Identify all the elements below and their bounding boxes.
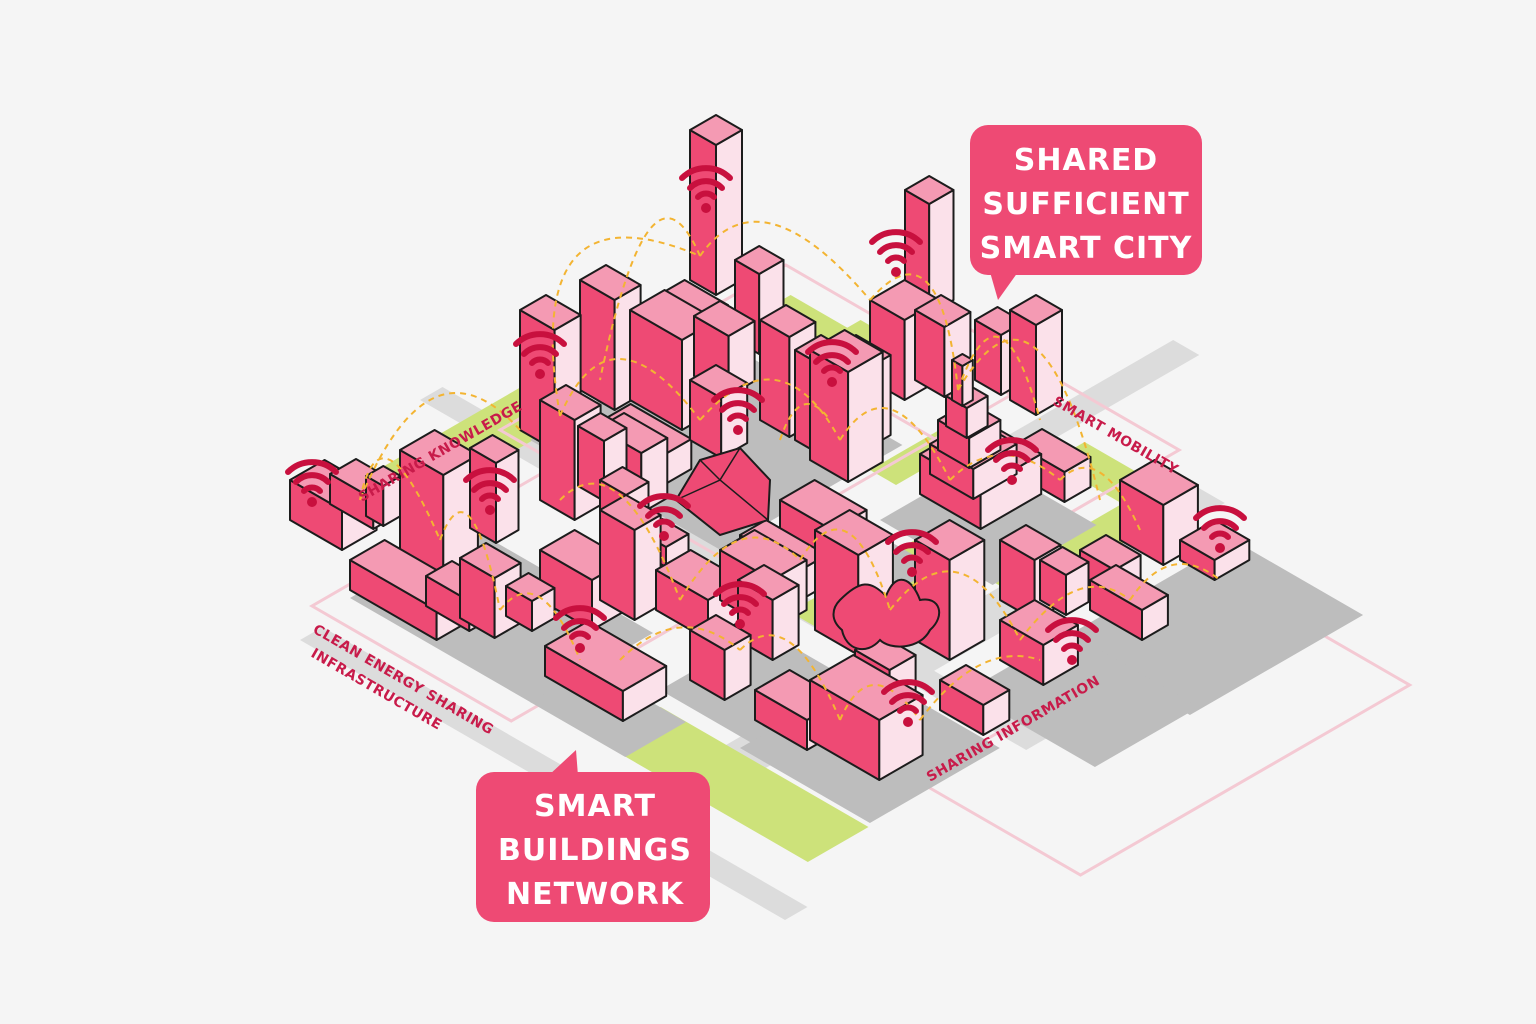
callout-smart-city-line2: SUFFICIENT [982, 187, 1189, 222]
building-layer [289, 114, 1251, 781]
building [544, 620, 668, 722]
tower [809, 329, 884, 483]
connection-arc [559, 482, 681, 601]
connection-arc [1059, 466, 1141, 531]
gem-building-facets [675, 447, 769, 521]
callout-smart-buildings-line3: NETWORK [506, 877, 685, 912]
building [579, 264, 642, 411]
road-strip [1000, 340, 1200, 455]
connection-arc [439, 511, 501, 611]
park-area [600, 707, 869, 862]
building [505, 572, 556, 632]
callout-smart-city-line3: SMART CITY [980, 231, 1193, 266]
connection-arc [779, 403, 831, 441]
callout-smart-buildings: SMART BUILDINGS NETWORK [476, 750, 710, 922]
connection-arc [699, 378, 841, 441]
connection-arc [1129, 563, 1221, 601]
callout-smart-city-line1: SHARED [1014, 143, 1158, 178]
callout-smart-buildings-line1: SMART [534, 789, 656, 824]
connection-arc [559, 358, 701, 421]
connection-arc [739, 634, 841, 721]
building [999, 599, 1079, 686]
building [1039, 546, 1090, 616]
connection-arc [699, 220, 871, 301]
connection-arc [799, 528, 891, 611]
connection-arc [679, 536, 801, 601]
connection-arc [957, 338, 1101, 501]
building [1009, 294, 1063, 416]
connection-arc [551, 236, 701, 417]
connection-arc [919, 655, 1041, 721]
connection-arc [619, 626, 741, 661]
connection-arc [869, 273, 959, 391]
building [939, 664, 1011, 736]
spire-tip [951, 353, 974, 407]
building [1089, 564, 1169, 641]
building [599, 494, 662, 621]
callout-smart-buildings-line2: BUILDINGS [498, 833, 692, 868]
building [914, 519, 986, 661]
connection-arc-layer [359, 217, 1221, 721]
callout-smart-city: SHARED SUFFICIENT SMART CITY [970, 125, 1202, 300]
connection-arc [599, 217, 701, 381]
connection-arc [889, 570, 1021, 641]
building [689, 614, 752, 701]
building [689, 364, 749, 459]
connection-arc [957, 335, 1041, 421]
connection-arc [1019, 585, 1131, 641]
connection-arc [359, 457, 441, 541]
